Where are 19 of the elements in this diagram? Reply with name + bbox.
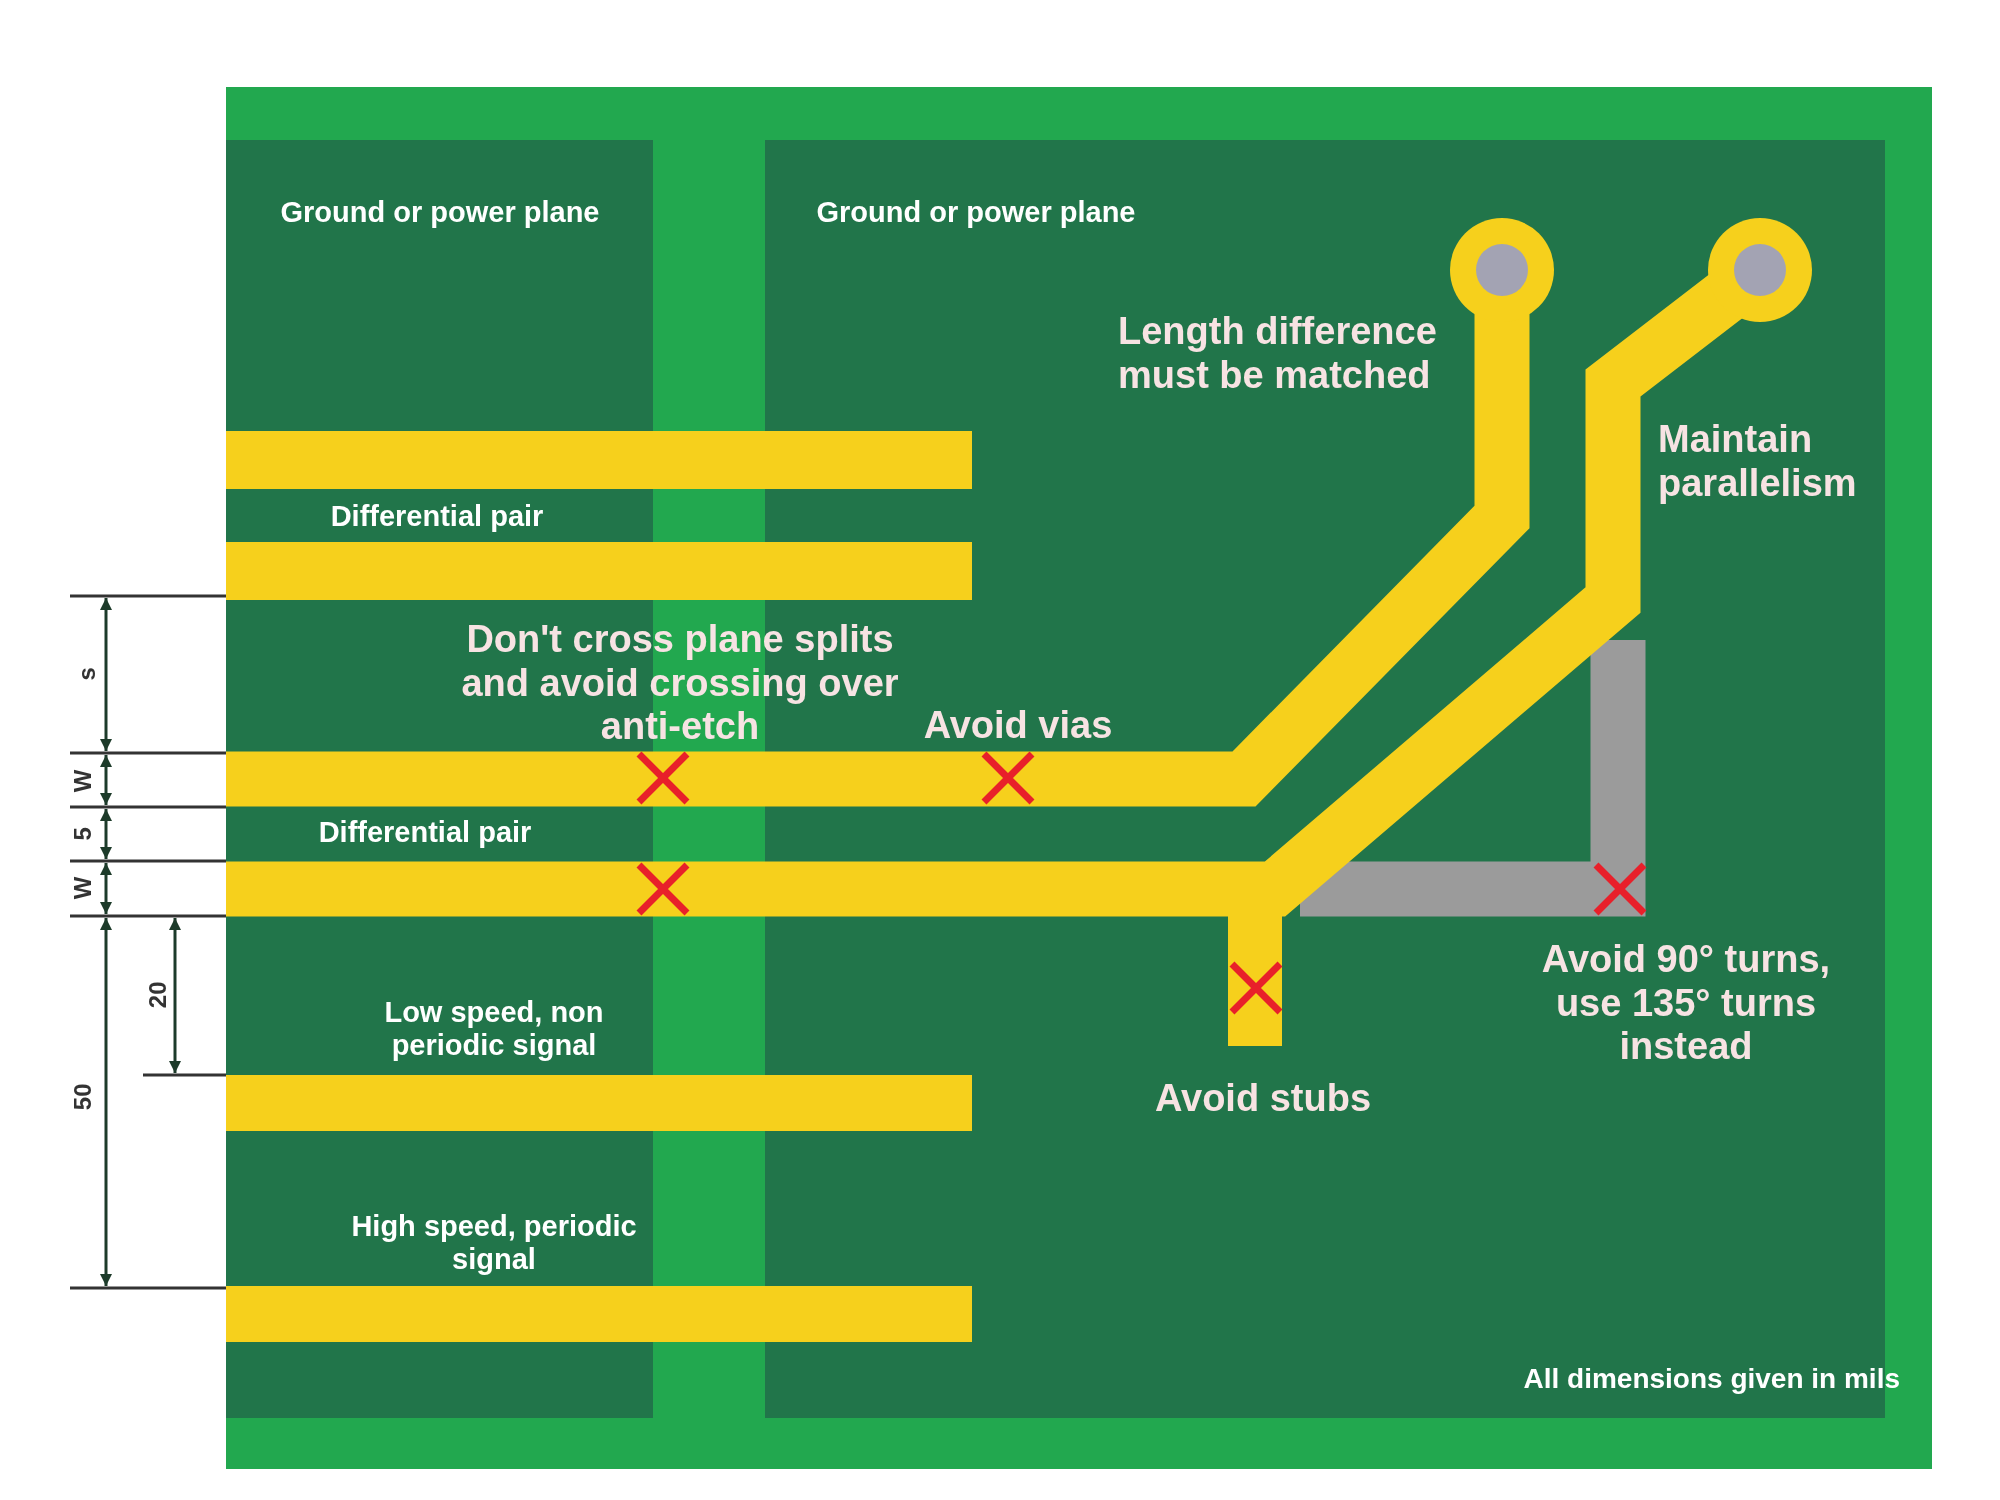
trace-label: High speed, periodic signal <box>350 1210 638 1277</box>
footnote-text: All dimensions given in mils <box>1522 1363 1900 1396</box>
dimension-label: 20 <box>144 981 172 1009</box>
dimension-label: W <box>69 876 97 900</box>
dimension-label: s <box>73 667 101 681</box>
dimension-label: W <box>69 769 97 793</box>
dimension-label: 5 <box>69 827 97 841</box>
design-note: Don't cross plane splits and avoid crossing over anti-etch <box>460 618 900 750</box>
design-note: Avoid 90° turns, use 135° turns instead <box>1540 938 1832 1070</box>
dimension-label: 50 <box>69 1083 97 1111</box>
plane-label: Ground or power plane <box>280 196 600 230</box>
design-note: Length difference must be matched <box>1118 310 1438 398</box>
design-note: Maintain parallelism <box>1658 418 1858 506</box>
trace-label: Differential pair <box>329 500 545 534</box>
plane-label: Ground or power plane <box>816 196 1136 230</box>
trace-label: Low speed, non periodic signal <box>383 996 605 1063</box>
trace-label: Differential pair <box>317 816 533 850</box>
design-note: Avoid vias <box>922 704 1114 748</box>
design-note: Avoid stubs <box>1153 1077 1373 1121</box>
